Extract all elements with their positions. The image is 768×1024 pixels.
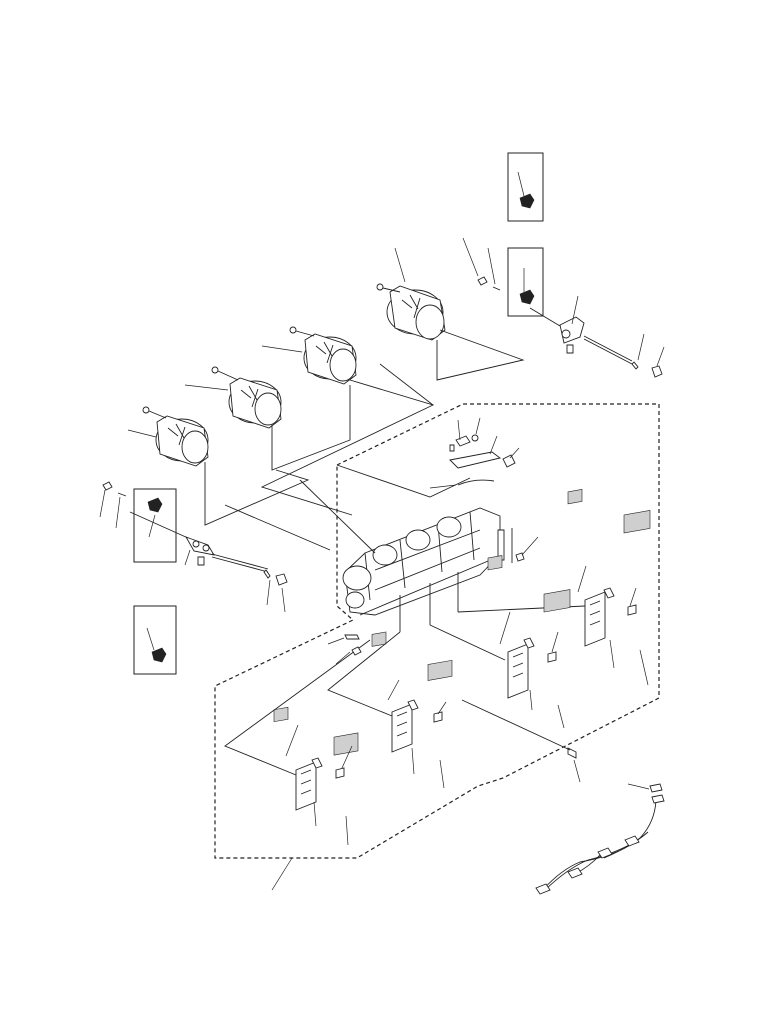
inset-lever-4 (133, 605, 177, 675)
drum-holder-3 (261, 326, 357, 385)
cartridge-guide-3 (327, 631, 453, 789)
cartridge-guide-1 (457, 489, 651, 686)
assembly-lines-upper (204, 329, 525, 551)
cartridge-guide-2 (429, 555, 571, 729)
lever-bracket (299, 417, 539, 562)
inset-lever-3 (133, 488, 177, 563)
drum-holder-2 (184, 366, 282, 429)
inset-lever-2 (507, 247, 544, 317)
inset-lever-1 (507, 152, 544, 222)
drive-shaft-upper (462, 237, 665, 378)
subassembly-boundary (214, 403, 660, 859)
frame-small-parts (271, 634, 581, 891)
drive-shaft-lower (99, 481, 288, 613)
drum-holder-4 (376, 247, 446, 341)
main-frame (342, 507, 513, 632)
wire-harness (535, 783, 665, 895)
cartridge-guide-4 (224, 639, 371, 846)
drum-holder-1 (127, 406, 209, 467)
